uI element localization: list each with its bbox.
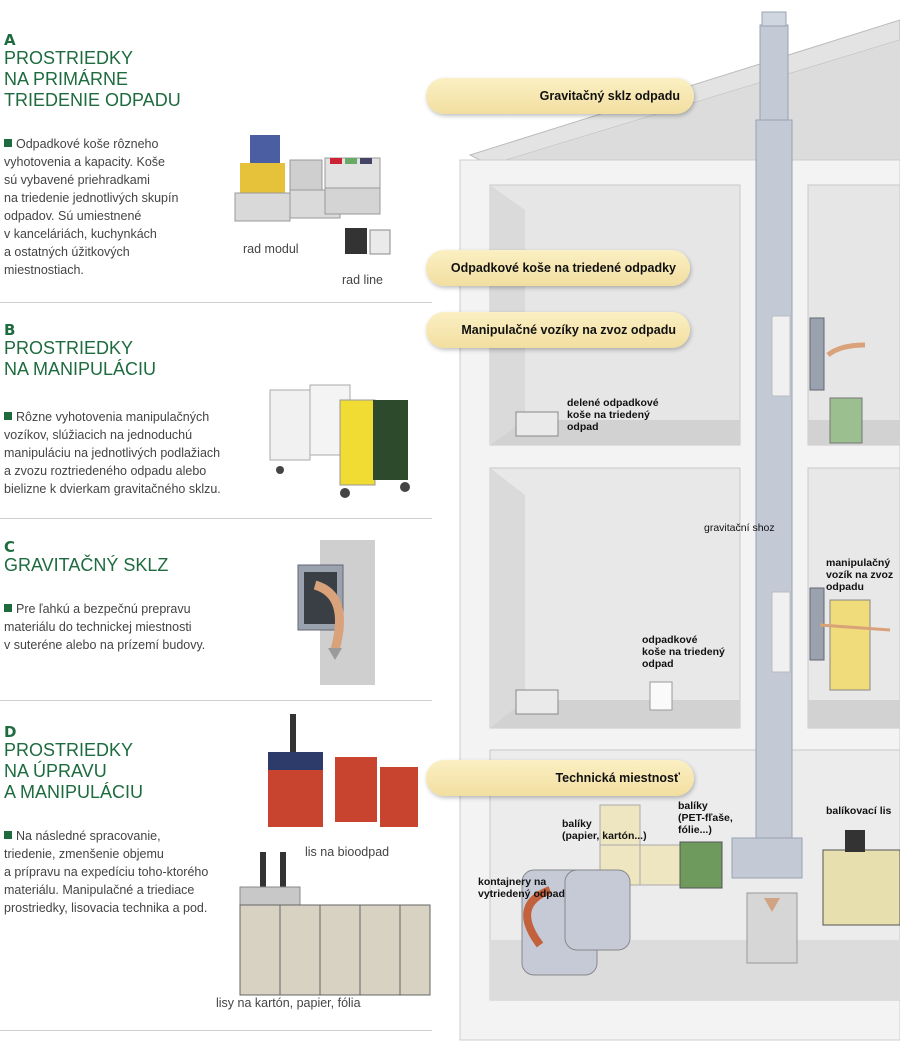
section-c: C GRAVITAČNÝ SKLZ bbox=[4, 540, 168, 576]
building-diagram: Gravitačný sklz odpadu Odpadkové koše na… bbox=[426, 0, 900, 1048]
bullet-square-icon bbox=[4, 831, 12, 839]
label-baliky-pet: balíky (PET-fľaše, fólie...) bbox=[678, 800, 733, 836]
carton-press-illustration bbox=[239, 852, 431, 996]
label-gravitacni-shoz: gravitační shoz bbox=[704, 522, 775, 534]
section-d: D PROSTRIEDKY NA ÚPRAVU A MANIPULÁCIU bbox=[4, 725, 143, 803]
section-letter: C bbox=[4, 538, 16, 556]
caption-lis-bioodpad: lis na bioodpad bbox=[305, 845, 390, 859]
bullet-square-icon bbox=[4, 412, 12, 420]
label-balikovaci-lis: balíkovací lis bbox=[826, 805, 892, 817]
section-letter: A bbox=[4, 31, 16, 49]
bullet-square-icon bbox=[4, 604, 12, 612]
label-delene-kose: delené odpadkové koše na triedený odpad bbox=[567, 397, 659, 433]
label-kontajnery: kontajnery na vytriedený odpad bbox=[478, 876, 565, 900]
callout-gravitacny-sklz: Gravitačný sklz odpadu bbox=[426, 78, 694, 114]
section-letter: B bbox=[4, 321, 16, 339]
callout-technicka-miestnost: Technická miestnosť bbox=[426, 760, 694, 796]
divider bbox=[0, 302, 432, 303]
section-a-desc: Odpadkové koše rôzneho vyhotovenia a kap… bbox=[4, 137, 179, 277]
section-d-desc: Na následné spracovanie, triedenie, zmen… bbox=[4, 829, 209, 915]
building-cutaway bbox=[459, 11, 900, 1041]
caption-rad-line: rad line bbox=[342, 273, 383, 287]
section-letter: D bbox=[4, 723, 17, 741]
section-title: GRAVITAČNÝ SKLZ bbox=[4, 555, 169, 575]
divider bbox=[0, 700, 432, 701]
label-manipulacny-vozik: manipulačný vozík na zvoz odpadu bbox=[826, 557, 894, 593]
trolleys-illustration bbox=[269, 384, 410, 498]
chute-illustration bbox=[297, 540, 375, 685]
section-title: PROSTRIEDKY NA ÚPRAVU A MANIPULÁCIU bbox=[4, 740, 144, 802]
caption-lisy-karton: lisy na kartón, papier, fólia bbox=[216, 996, 361, 1010]
section-b: B PROSTRIEDKY NA MANIPULÁCIU bbox=[4, 323, 156, 380]
callout-odpadkove-kose: Odpadkové koše na triedené odpadky bbox=[426, 250, 690, 286]
waste-bins-illustration bbox=[234, 135, 391, 255]
section-a: A PROSTRIEDKY NA PRIMÁRNE TRIEDENIE ODPA… bbox=[4, 33, 181, 111]
section-title: PROSTRIEDKY NA MANIPULÁCIU bbox=[4, 338, 157, 379]
callout-manipulacne-voziky: Manipulačné vozíky na zvoz odpadu bbox=[426, 312, 690, 348]
left-column: A PROSTRIEDKY NA PRIMÁRNE TRIEDENIE ODPA… bbox=[0, 0, 440, 1048]
section-b-desc: Rôzne vyhotovenia manipulačných vozíkov,… bbox=[4, 410, 221, 496]
bio-press-illustration bbox=[268, 714, 418, 827]
bullet-square-icon bbox=[4, 139, 12, 147]
label-baliky-papier: balíky (papier, kartón...) bbox=[562, 818, 647, 842]
label-odpadkove-kose: odpadkové koše na triedený odpad bbox=[642, 634, 725, 670]
divider bbox=[0, 518, 432, 519]
divider bbox=[0, 1030, 432, 1031]
caption-rad-modul: rad modul bbox=[243, 242, 299, 256]
section-c-desc: Pre ľahkú a bezpečnú prepravu materiálu … bbox=[4, 602, 206, 652]
section-title: PROSTRIEDKY NA PRIMÁRNE TRIEDENIE ODPADU bbox=[4, 48, 181, 110]
